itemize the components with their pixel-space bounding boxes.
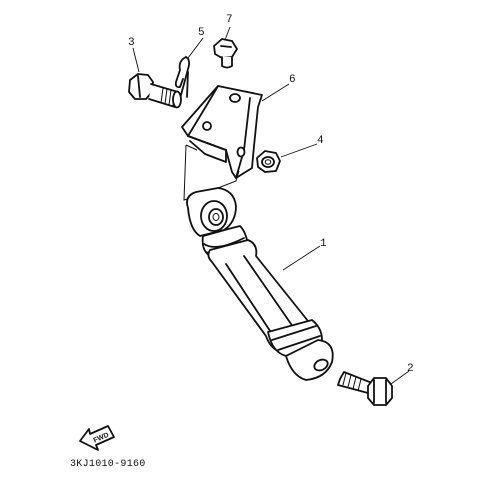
part-1-shock-absorber	[186, 187, 334, 381]
callout-3: 3	[128, 37, 135, 49]
callout-1: 1	[320, 238, 327, 250]
catalog-code: 3KJ1010-9160	[70, 459, 146, 470]
part-5-cotter-pin	[174, 56, 191, 103]
callout-4: 4	[317, 135, 324, 147]
part-3-upper-bolt	[128, 73, 182, 109]
part-2-lower-bolt	[337, 371, 393, 406]
callout-7: 7	[226, 14, 233, 26]
fwd-arrow-icon: FWD	[79, 425, 115, 451]
callout-5: 5	[198, 27, 205, 39]
callout-6: 6	[289, 74, 296, 86]
part-6-mounting-bracket	[181, 85, 263, 201]
part-7-bracket-bolt	[213, 38, 238, 69]
leader-lines	[132, 26, 410, 385]
callout-2: 2	[407, 363, 414, 375]
part-4-nut	[256, 150, 281, 173]
